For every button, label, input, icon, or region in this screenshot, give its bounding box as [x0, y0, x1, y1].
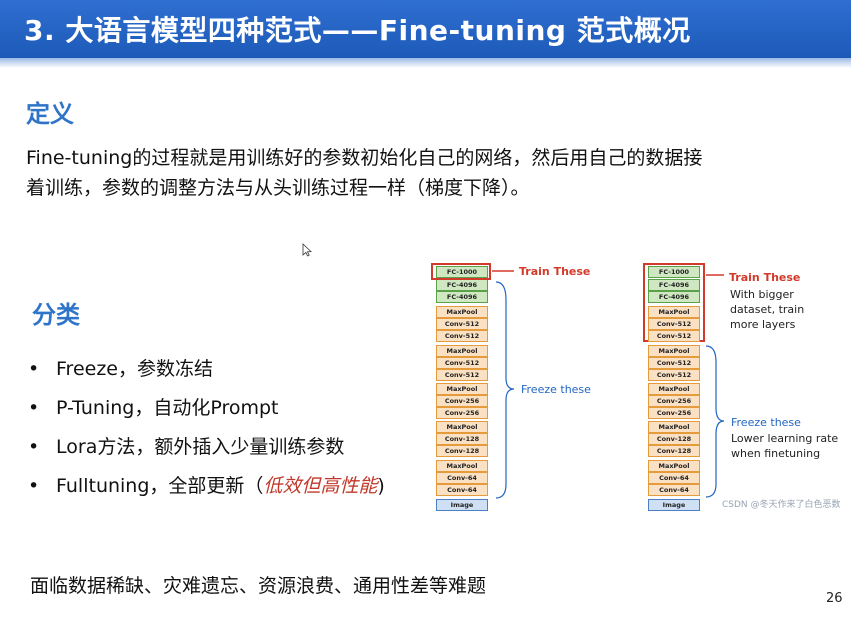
layer-block: FC-4096	[436, 291, 488, 303]
layer-block: Conv-64	[648, 484, 700, 496]
layer-block: Conv-64	[436, 484, 488, 496]
layer-block: Conv-64	[436, 472, 488, 484]
classification-list: •Freeze，参数冻结 •P-Tuning，自动化Prompt •Lora方法…	[28, 350, 385, 506]
definition-line-1: Fine-tuning的过程就是用训练好的参数初始化自己的网络，然后用自己的数据…	[26, 147, 703, 169]
layer-block: Conv-256	[648, 407, 700, 419]
layer-block: Conv-64	[648, 472, 700, 484]
layer-block: FC-1000	[436, 266, 488, 278]
page-number: 26	[826, 591, 843, 606]
definition-text: Fine-tuning的过程就是用训练好的参数初始化自己的网络，然后用自己的数据…	[26, 143, 826, 203]
layer-block: MaxPool	[436, 345, 488, 357]
layer-block: Conv-512	[436, 318, 488, 330]
layer-block: FC-4096	[648, 291, 700, 303]
right-train-note: With bigger dataset, train more layers	[730, 288, 805, 331]
right-freeze-label: Freeze these	[731, 416, 801, 429]
layer-block: Conv-256	[648, 395, 700, 407]
layer-block: Conv-128	[436, 433, 488, 445]
watermark: CSDN @冬天作来了白色恶数	[722, 500, 841, 510]
layer-block: Image	[648, 499, 700, 511]
left-train-highlight	[431, 263, 491, 280]
right-freeze-brace	[705, 345, 725, 498]
bullet-icon: •	[28, 397, 40, 419]
layer-block: Conv-256	[436, 407, 488, 419]
layer-block: Conv-512	[436, 357, 488, 369]
left-freeze-label: Freeze these	[521, 383, 591, 396]
definition-heading: 定义	[26, 100, 74, 128]
layer-block: Conv-512	[436, 330, 488, 342]
bullet-icon: •	[28, 358, 40, 380]
layer-block: MaxPool	[648, 421, 700, 433]
layer-block: MaxPool	[648, 460, 700, 472]
slide-header	[0, 0, 851, 58]
layer-block: FC-4096	[648, 279, 700, 291]
layer-block: Conv-128	[648, 445, 700, 457]
layer-block: Conv-128	[648, 433, 700, 445]
header-divider	[0, 58, 851, 68]
layer-block: Conv-512	[648, 369, 700, 381]
right-freeze-note: Lower learning rate when finetuning	[731, 432, 839, 460]
layer-block: MaxPool	[436, 306, 488, 318]
layer-block: MaxPool	[648, 306, 700, 318]
layer-block: Conv-512	[648, 357, 700, 369]
layer-block: Conv-128	[436, 445, 488, 457]
slide-title: 3. 大语言模型四种范式——Fine-tuning 范式概况	[24, 14, 691, 47]
mouse-cursor-icon	[302, 243, 312, 257]
list-item-fulltuning: •Fulltuning，全部更新（低效但高性能)	[28, 467, 385, 506]
bullet-icon: •	[28, 436, 40, 458]
emphasis-text: 低效但高性能	[263, 475, 378, 497]
list-item-freeze: •Freeze，参数冻结	[28, 350, 385, 389]
list-item-p-tuning: •P-Tuning，自动化Prompt	[28, 389, 385, 428]
layer-block: Image	[436, 499, 488, 511]
layer-block: Conv-512	[436, 369, 488, 381]
left-freeze-brace	[495, 281, 515, 499]
bottom-summary: 面临数据稀缺、灾难遗忘、资源浪费、通用性差等难题	[30, 575, 487, 597]
layer-block: Conv-256	[436, 395, 488, 407]
layer-block: MaxPool	[436, 421, 488, 433]
classification-heading: 分类	[32, 301, 80, 329]
layer-block: FC-1000	[648, 266, 700, 278]
layer-block: MaxPool	[436, 460, 488, 472]
list-item-lora: •Lora方法，额外插入少量训练参数	[28, 428, 385, 467]
definition-line-2: 着训练，参数的调整方法与从头训练过程一样（梯度下降）。	[26, 177, 530, 199]
layer-block: Conv-512	[648, 330, 700, 342]
layer-block: MaxPool	[648, 383, 700, 395]
left-train-label: Train These	[519, 265, 591, 278]
right-train-label: Train These	[729, 271, 801, 284]
bullet-icon: •	[28, 475, 40, 497]
layer-block: MaxPool	[436, 383, 488, 395]
layer-block: MaxPool	[648, 345, 700, 357]
layer-block: Conv-512	[648, 318, 700, 330]
